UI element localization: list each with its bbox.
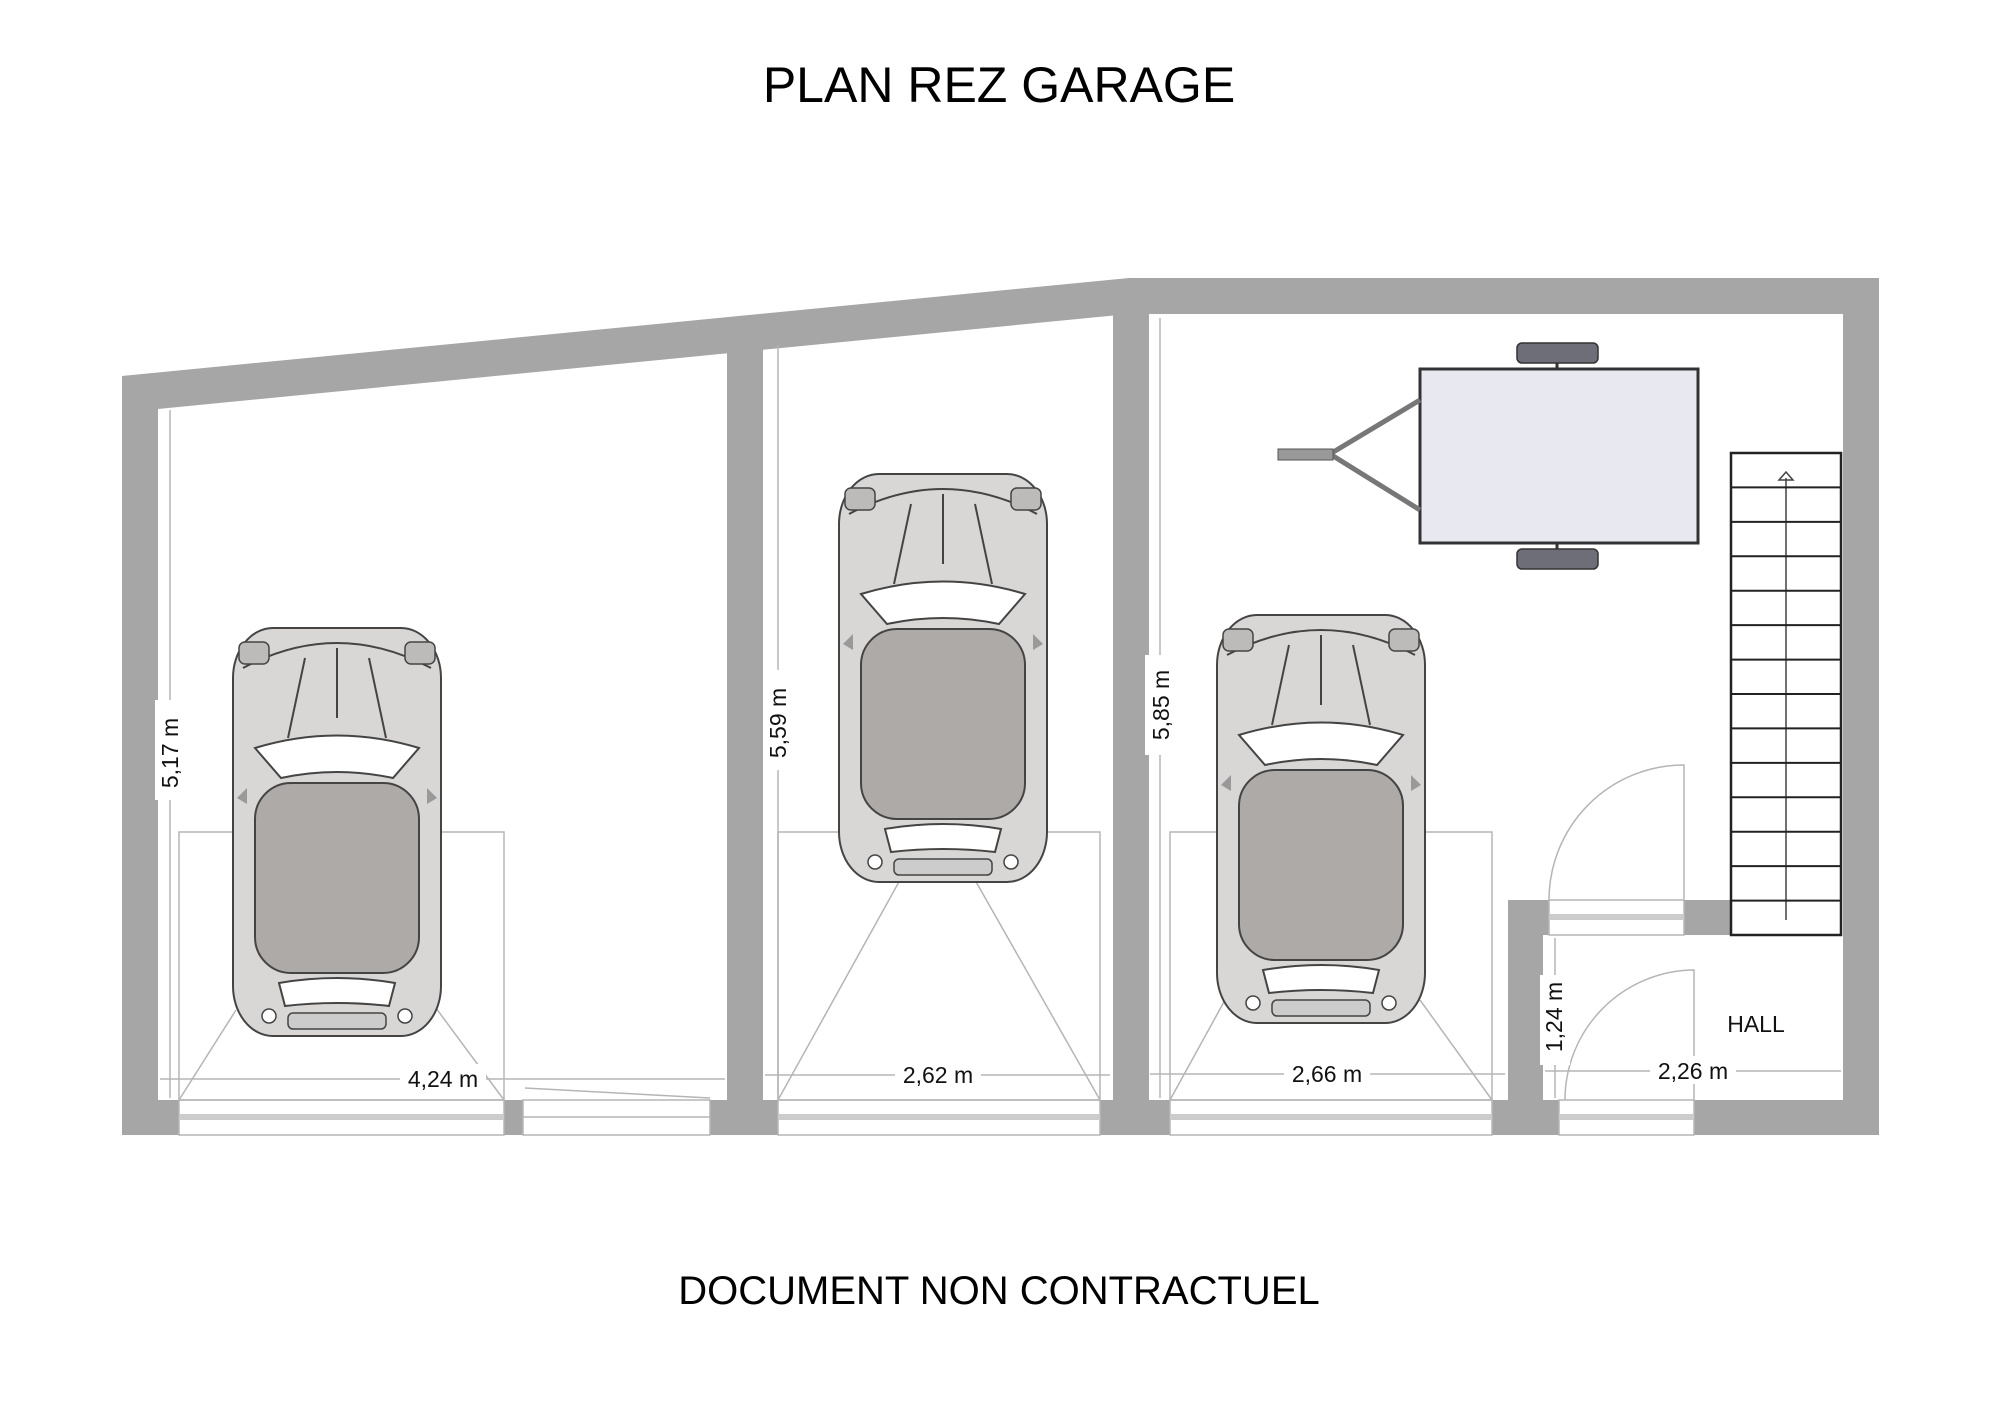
staircase-icon xyxy=(1729,451,1843,937)
garage1-depth-label: 5,17 m xyxy=(157,718,183,788)
bottom-wall-segment xyxy=(504,1100,523,1135)
left-wall xyxy=(122,376,158,1135)
partition-2 xyxy=(1113,290,1149,1135)
bottom-wall-segment xyxy=(1100,1100,1170,1135)
trailer-icon xyxy=(1277,342,1700,570)
right-wall xyxy=(1843,278,1879,1135)
hall-wall-segment xyxy=(1684,900,1731,935)
garage2-width-label: 2,62 m xyxy=(903,1062,973,1088)
car-icon xyxy=(1216,614,1426,1024)
partition-1 xyxy=(727,340,763,1135)
slanted-top-wall xyxy=(122,278,1129,409)
bottom-wall-segment xyxy=(122,1100,179,1135)
garage-doors xyxy=(178,764,1695,1136)
garage1-width-label: 4,24 m xyxy=(408,1066,478,1092)
hall-label: HALL xyxy=(1727,1011,1785,1037)
garage3-depth-label: 5,85 m xyxy=(1148,670,1174,740)
top-wall xyxy=(1129,278,1879,314)
walls xyxy=(122,278,1879,1135)
bottom-wall-segment xyxy=(1694,1100,1879,1135)
hall-width-label: 2,26 m xyxy=(1658,1058,1728,1084)
plan-title: PLAN REZ GARAGE xyxy=(763,57,1235,113)
hall-depth-label: 1,24 m xyxy=(1541,982,1567,1052)
hall-wall-segment xyxy=(1508,900,1549,935)
dimension-labels: 5,17 m 5,59 m 5,85 m 1,24 m 4,24 m 2,62 … xyxy=(155,655,1785,1092)
bottom-wall-segment xyxy=(1492,1100,1559,1135)
garage2-depth-label: 5,59 m xyxy=(765,688,791,758)
car-icon xyxy=(232,627,442,1037)
bottom-wall-segment xyxy=(710,1100,778,1135)
disclaimer-footer: DOCUMENT NON CONTRACTUEL xyxy=(678,1269,1320,1313)
garage3-width-label: 2,66 m xyxy=(1292,1061,1362,1087)
car-icon xyxy=(838,473,1048,883)
